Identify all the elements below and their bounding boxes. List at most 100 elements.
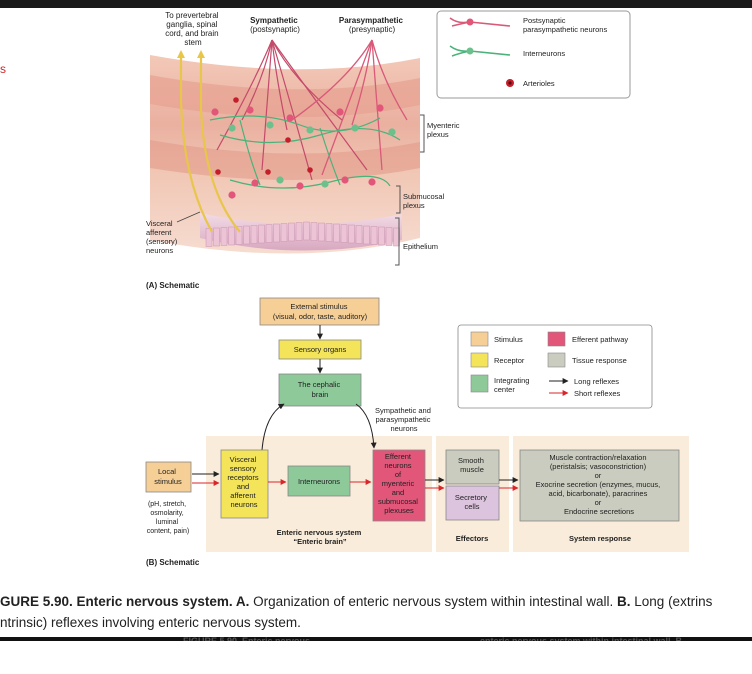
external-stimulus-text: External stimulus (visual, odor, taste, …	[273, 302, 368, 321]
arrow-receptors-brain	[261, 403, 285, 451]
efferent-box	[372, 449, 426, 522]
enteric-label: Enteric nervous system “Enteric brain”	[277, 528, 364, 546]
visceral-pointer	[176, 211, 201, 223]
arteriole-dot	[285, 137, 291, 143]
interneuron-dot	[466, 47, 474, 55]
sympathetic-fiber	[216, 39, 273, 151]
figure-caption-b-bold: B.	[617, 594, 631, 609]
legend-interneurons: Interneurons	[523, 49, 565, 58]
nerve-fibers	[177, 39, 408, 233]
legend-tissue: Tissue response	[572, 356, 627, 365]
legend-receptor: Receptor	[494, 356, 525, 365]
villus	[250, 225, 258, 244]
legend-tissue-swatch	[547, 352, 566, 368]
villus	[273, 223, 280, 243]
villus	[243, 225, 250, 245]
interneurons-text: Interneurons	[298, 477, 340, 486]
villus	[288, 222, 295, 242]
interneuron-ganglion	[276, 176, 284, 184]
caption-b: (B) Schematic	[146, 558, 200, 567]
parasympathetic-ganglion	[296, 182, 304, 190]
parasympathetic-ganglion	[228, 191, 236, 199]
legend-b: Stimulus Receptor Integrating center Eff…	[457, 324, 653, 409]
interneuron-ganglion	[228, 124, 236, 132]
parasympathetic-fiber	[371, 39, 383, 171]
cephalic-brain-box	[278, 373, 362, 407]
legend-stimulus-swatch	[470, 331, 489, 347]
symp-para-label: Sympathetic and parasympathetic neurons	[375, 406, 433, 433]
villus	[318, 222, 325, 242]
arteriole-dot	[215, 169, 221, 175]
sympathetic-fiber	[271, 39, 313, 181]
legend-receptor-swatch	[470, 352, 489, 368]
parasympathetic-ganglion	[251, 179, 259, 187]
panel-b: External stimulus (visual, odor, taste, …	[145, 297, 689, 567]
epithelium-villi	[205, 221, 400, 247]
figure-caption-lead: GURE 5.90. Enteric nervous system. A.	[0, 594, 250, 609]
interneuron-ganglion	[321, 180, 329, 188]
villus	[280, 223, 288, 242]
interneuron-link-2	[319, 127, 341, 186]
label-visceral: Visceral afferent (sensory) neurons	[146, 219, 179, 255]
response-text: Muscle contraction/relaxation (peristals…	[536, 453, 663, 516]
villus	[378, 226, 385, 246]
external-stimulus-box	[259, 297, 380, 326]
figure-caption-part-a: Organization of enteric nervous system w…	[249, 594, 618, 609]
afferent-fiber-1	[179, 52, 213, 233]
interneuron-ganglion	[388, 128, 396, 136]
parasympathetic-ganglion	[341, 176, 349, 184]
local-stimulus-text: Local stimulus	[154, 467, 182, 486]
effectors-label: Effectors	[456, 534, 489, 543]
villus	[370, 226, 378, 245]
figure-caption: GURE 5.90. Enteric nervous system. A. Or…	[0, 591, 752, 633]
sensory-organs-text: Sensory organs	[294, 345, 347, 354]
sympathetic-fiber	[241, 39, 273, 121]
villus	[228, 226, 235, 246]
villus	[303, 221, 310, 241]
parasympathetic-fiber	[321, 39, 373, 176]
sympathetic-fiber	[271, 39, 343, 121]
label-prevertebral: To prevertebral ganglia, spinal cord, an…	[165, 11, 221, 47]
villus	[325, 223, 333, 242]
arteriole-dot	[265, 169, 271, 175]
bracket-myenteric	[420, 114, 425, 153]
parasympathetic-fiber	[371, 39, 408, 121]
visceral-receptors-box	[220, 449, 269, 519]
afferent-arrowhead-1	[177, 50, 185, 58]
secretory-box	[445, 485, 500, 521]
smooth-muscle-text: Smooth muscle	[458, 456, 486, 474]
parasympathetic-fiber	[351, 39, 373, 126]
interneuron-ganglion	[266, 121, 274, 129]
label-myenteric: Myenteric plexus	[427, 121, 462, 139]
top-bar	[0, 0, 752, 8]
figure-caption-line-2: ntrinsic) reflexes involving enteric ner…	[0, 615, 301, 630]
legend-stimulus: Stimulus	[494, 335, 523, 344]
parasympathetic-fiber	[291, 39, 373, 121]
label-epithelium: Epithelium	[403, 242, 438, 251]
arrow-brain-efferent	[355, 403, 377, 449]
villus	[310, 222, 318, 241]
interneuron-ganglion	[306, 126, 314, 134]
figure-caption-part-b: Long (extrins	[630, 594, 713, 609]
villus	[220, 227, 228, 246]
afferent-arrowhead-2	[197, 50, 205, 58]
interneurons-box	[287, 465, 351, 497]
villus	[348, 224, 355, 244]
cephalic-brain-text: The cephalic brain	[298, 380, 343, 399]
parasympathetic-ganglion	[336, 108, 344, 116]
legend-postsynaptic: Postsynaptic parasympathetic neurons	[523, 16, 607, 34]
villus	[213, 227, 220, 247]
bracket-submucosal	[396, 185, 401, 214]
arteriole-dot	[307, 167, 313, 173]
smooth-muscle-box	[445, 449, 500, 485]
parasympathetic-ganglion	[368, 178, 376, 186]
legend-arterioles: Arterioles	[523, 79, 555, 88]
bottom-bar	[0, 641, 752, 674]
side-mark: s	[0, 62, 6, 76]
legend-long: Long reflexes	[574, 377, 619, 386]
afferent-fiber-2	[199, 52, 241, 233]
villus	[295, 222, 303, 241]
villus	[235, 226, 243, 245]
local-stimulus-box	[145, 461, 192, 493]
villus	[355, 225, 363, 244]
